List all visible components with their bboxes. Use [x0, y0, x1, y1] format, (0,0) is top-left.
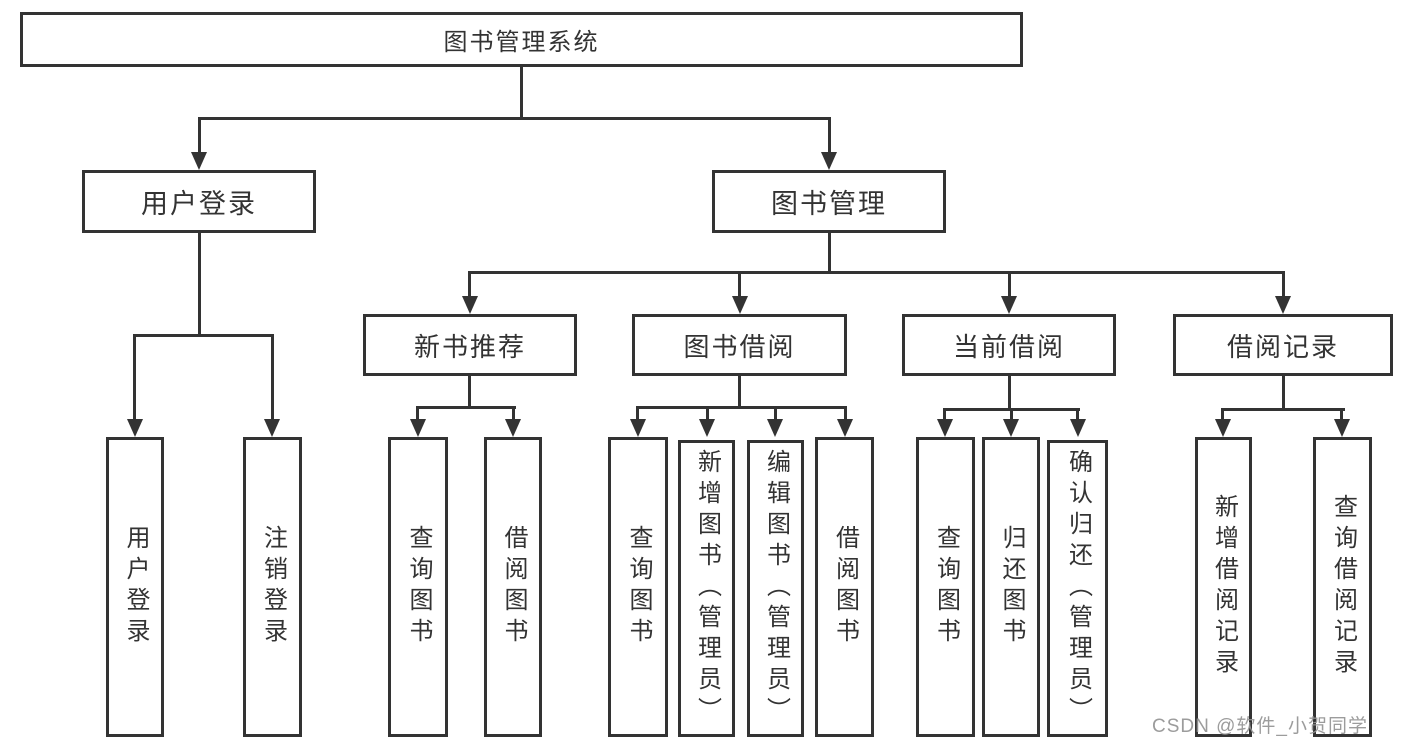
connector-line [1221, 409, 1224, 421]
leaf-edit-books-admin-label: 编辑图书（管理员） [762, 449, 790, 728]
connector-line [520, 67, 523, 118]
node-book-borrowing-label: 图书借阅 [683, 331, 796, 362]
arrow-down-icon [127, 419, 143, 437]
leaf-logout: 注销登录 [243, 437, 302, 737]
node-borrowing-records: 借阅记录 [1173, 314, 1393, 376]
node-book-management-label: 图书管理 [771, 189, 887, 219]
connector-line [828, 118, 831, 154]
arrow-down-icon [630, 419, 646, 437]
connector-line [738, 272, 741, 298]
connector-line [468, 376, 471, 407]
arrow-down-icon [1003, 419, 1019, 437]
node-borrowing-records-label: 借阅记录 [1226, 331, 1339, 362]
leaf-logout-label: 注销登录 [259, 525, 287, 649]
leaf-borrowing-borrow-books: 借阅图书 [815, 437, 874, 737]
node-current-borrowing-label: 当前借阅 [952, 331, 1065, 362]
connector-line [1340, 409, 1343, 421]
node-user-login-group: 用户登录 [82, 170, 316, 233]
leaf-query-borrow-record: 查询借阅记录 [1313, 437, 1372, 737]
leaf-add-books-admin: 新增图书（管理员） [678, 440, 735, 737]
arrow-down-icon [732, 296, 748, 314]
connector-line [468, 271, 1285, 274]
arrow-down-icon [937, 419, 953, 437]
arrow-down-icon [1215, 419, 1231, 437]
connector-line [1010, 409, 1013, 421]
arrow-down-icon [1001, 296, 1017, 314]
connector-line [828, 233, 831, 272]
arrow-down-icon [191, 152, 207, 170]
leaf-confirm-return-admin: 确认归还（管理员） [1047, 440, 1108, 737]
connector-line [1282, 272, 1285, 298]
node-current-borrowing: 当前借阅 [902, 314, 1116, 376]
connector-line [738, 376, 741, 407]
node-new-book-recommend-label: 新书推荐 [413, 331, 526, 362]
connector-line [1008, 272, 1011, 298]
node-book-borrowing: 图书借阅 [632, 314, 847, 376]
connector-line [636, 406, 847, 409]
leaf-confirm-return-admin-label: 确认归还（管理员） [1064, 449, 1092, 728]
arrow-down-icon [410, 419, 426, 437]
arrow-down-icon [699, 419, 715, 437]
connector-line [416, 407, 419, 421]
arrow-down-icon [767, 419, 783, 437]
leaf-user-login-label: 用户登录 [122, 525, 149, 649]
connector-line [706, 407, 709, 421]
connector-line [198, 117, 831, 120]
connector-line [468, 272, 471, 298]
connector-line [133, 334, 274, 337]
leaf-borrowing-borrow-books-label: 借阅图书 [831, 525, 859, 649]
connector-line [198, 233, 201, 335]
leaf-current-query-books-label: 查询图书 [932, 525, 960, 649]
connector-line [1008, 376, 1011, 409]
arrow-down-icon [1275, 296, 1291, 314]
connector-line [271, 335, 274, 421]
leaf-borrowing-query-books-label: 查询图书 [625, 525, 652, 649]
leaf-borrowing-query-books: 查询图书 [608, 437, 668, 737]
connector-line [416, 406, 516, 409]
node-user-login-group-label: 用户登录 [141, 189, 257, 219]
csdn-watermark: CSDN @软件_小贺同学 [1152, 716, 1368, 737]
connector-line [774, 407, 777, 421]
leaf-add-borrow-record: 新增借阅记录 [1195, 437, 1252, 737]
leaf-recommend-query-books: 查询图书 [388, 437, 448, 737]
node-library-system-label: 图书管理系统 [443, 29, 600, 56]
arrow-down-icon [462, 296, 478, 314]
connector-line [1221, 408, 1345, 411]
leaf-return-books-label: 归还图书 [998, 525, 1025, 649]
leaf-recommend-borrow-books: 借阅图书 [484, 437, 542, 737]
arrow-down-icon [837, 419, 853, 437]
arrow-down-icon [505, 419, 521, 437]
arrow-down-icon [1334, 419, 1350, 437]
leaf-add-books-admin-label: 新增图书（管理员） [693, 449, 721, 728]
arrow-down-icon [821, 152, 837, 170]
connector-line [844, 407, 847, 421]
connector-line [133, 335, 136, 421]
connector-line [1076, 409, 1079, 421]
connector-line [636, 407, 639, 421]
leaf-add-borrow-record-label: 新增借阅记录 [1210, 494, 1238, 680]
leaf-query-borrow-record-label: 查询借阅记录 [1329, 494, 1357, 680]
connector-line [198, 118, 201, 154]
leaf-user-login: 用户登录 [106, 437, 164, 737]
leaf-recommend-query-books-label: 查询图书 [405, 525, 432, 649]
connector-line [943, 409, 946, 421]
node-new-book-recommend: 新书推荐 [363, 314, 577, 376]
connector-line [512, 407, 515, 421]
arrow-down-icon [264, 419, 280, 437]
leaf-edit-books-admin: 编辑图书（管理员） [747, 440, 804, 737]
connector-line [1282, 376, 1285, 409]
leaf-recommend-borrow-books-label: 借阅图书 [500, 525, 527, 649]
leaf-return-books: 归还图书 [982, 437, 1040, 737]
node-library-system: 图书管理系统 [20, 12, 1023, 67]
arrow-down-icon [1070, 419, 1086, 437]
node-book-management: 图书管理 [712, 170, 946, 233]
leaf-current-query-books: 查询图书 [916, 437, 975, 737]
